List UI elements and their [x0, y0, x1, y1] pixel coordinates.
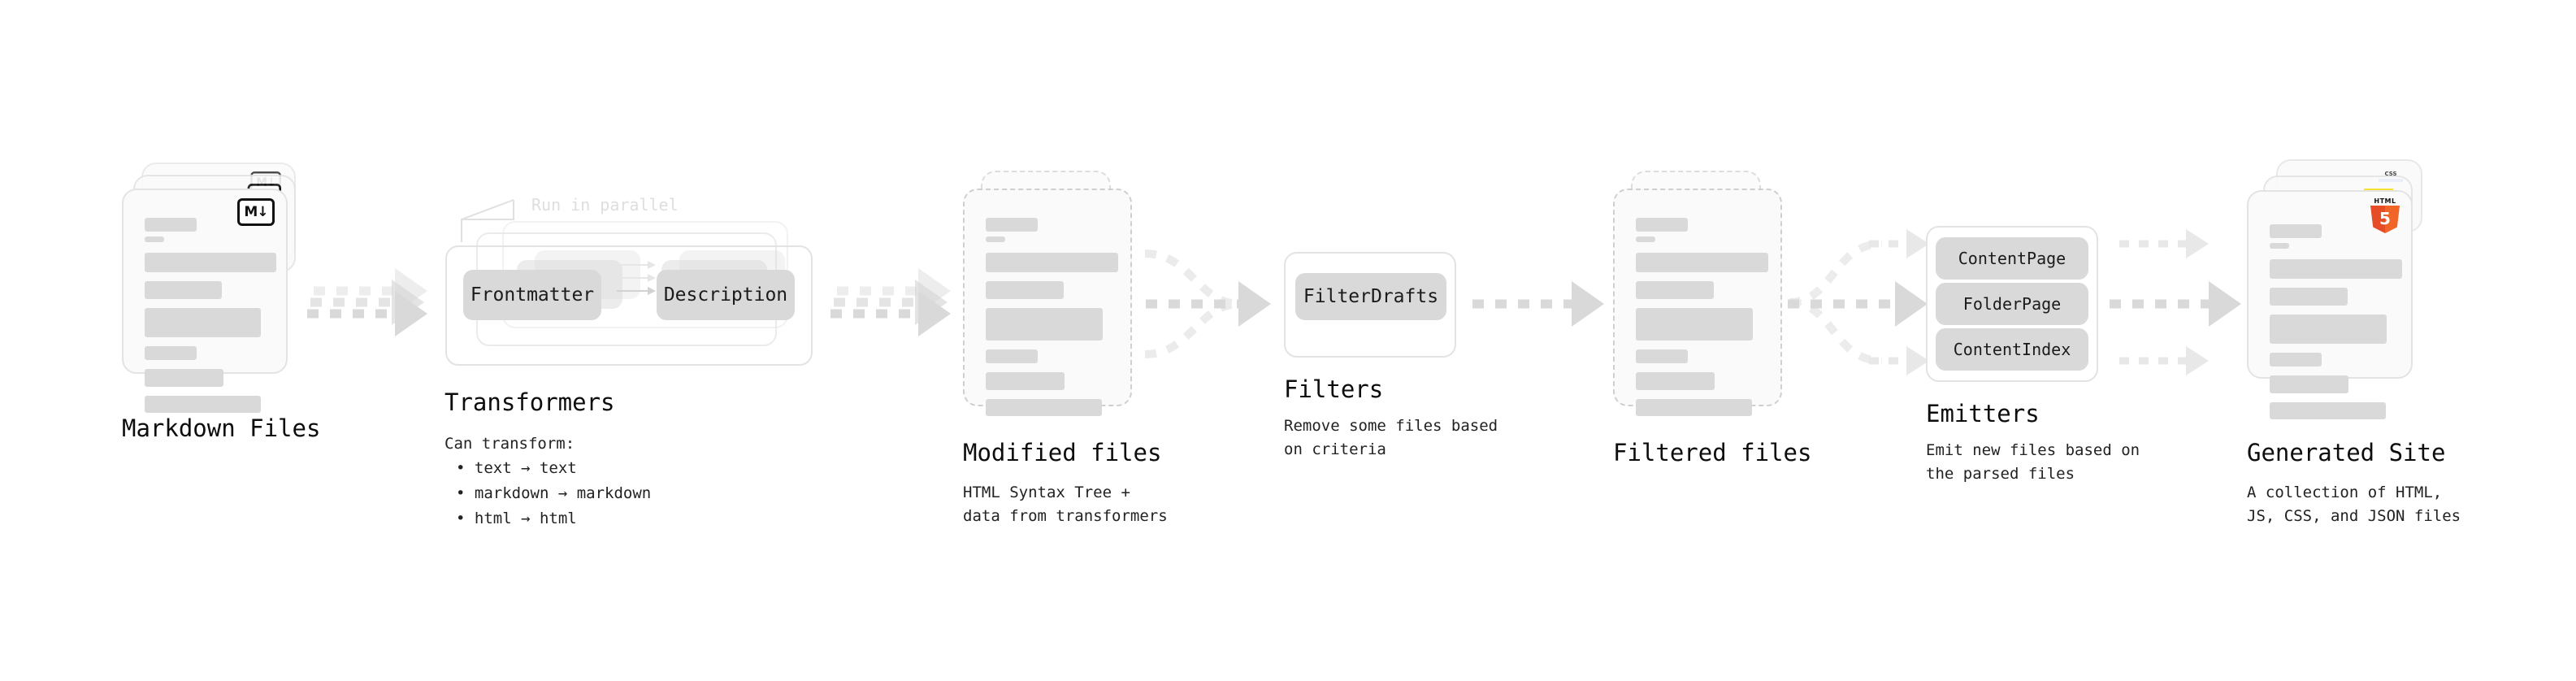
content-line [2270, 243, 2289, 249]
chip-label: FolderPage [1962, 294, 2062, 314]
document-content-lines [145, 218, 276, 422]
stage-title-modified-files: Modified files [963, 439, 1162, 466]
document-card-front [1613, 189, 1782, 416]
transformer-panel-front [445, 245, 813, 366]
content-line [145, 236, 164, 242]
content-line [2270, 259, 2402, 279]
content-line [2270, 314, 2387, 344]
list-item: • text → text [456, 459, 577, 477]
stage-generated-site: CSS HTML 5 [2247, 159, 2461, 525]
document-content-lines [986, 218, 1118, 425]
css3-icon-label: CSS [2384, 171, 2397, 177]
dashed-arrow-down [2119, 346, 2225, 375]
emitter-chip-contentpage[interactable]: ContentPage [1936, 237, 2088, 280]
stage-markdown-files: M↓ M↓ M↓ Markdown Files [122, 163, 320, 442]
content-line [2270, 353, 2322, 367]
content-line [986, 372, 1065, 390]
content-line [145, 281, 222, 299]
emitter-chip-folderpage[interactable]: FolderPage [1936, 283, 2088, 325]
content-line [986, 281, 1064, 299]
content-line [145, 308, 261, 337]
chip-label: Description [663, 284, 788, 306]
transformer-inner-arrows [617, 261, 656, 295]
list-item: • html → html [456, 509, 577, 527]
list-item: • markdown → markdown [456, 484, 652, 502]
content-line [1636, 308, 1753, 340]
stage-title-transformers: Transformers [445, 388, 615, 416]
run-in-parallel-leader [461, 199, 514, 242]
document-card-front-html: HTML 5 [2247, 190, 2413, 419]
dashed-arrow-mid [2110, 281, 2248, 327]
document-content-lines [1636, 218, 1768, 425]
content-line [1636, 218, 1688, 232]
content-line [2270, 375, 2348, 393]
dashed-arrow-up [1869, 229, 1942, 258]
chip-label: ContentIndex [1953, 340, 2071, 359]
emitters-description: Emit new files based on the parsed files [1926, 441, 2140, 484]
branch-curves [1789, 240, 1883, 365]
document-stack: M↓ M↓ M↓ [122, 163, 309, 431]
content-line [1636, 281, 1714, 299]
stage-title-filters: Filters [1284, 375, 1384, 403]
document-card-front [963, 189, 1132, 416]
dashed-arrow-mid [1788, 281, 1934, 327]
chip-label: Frontmatter [470, 284, 595, 306]
content-line [1636, 253, 1768, 272]
transformer-chip-description[interactable]: Description [657, 270, 795, 320]
content-line [145, 369, 223, 387]
content-line [145, 346, 197, 360]
markdown-icon: M↓ [237, 198, 275, 226]
html5-icon-digit: 5 [2379, 209, 2391, 228]
transformers-bullet-list: • text → text • markdown → markdown • ht… [456, 456, 651, 531]
content-line [1636, 236, 1655, 242]
stage-title-generated-site: Generated Site [2247, 439, 2446, 466]
dashed-arrow-front [830, 291, 952, 336]
transformers-desc-heading: Can transform: [445, 435, 575, 453]
content-line [145, 218, 197, 232]
document-content-lines [2270, 224, 2402, 428]
content-line [145, 396, 261, 413]
dashed-arrow-down [1869, 346, 1942, 375]
modified-files-description: HTML Syntax Tree + data from transformer… [963, 484, 1168, 526]
content-line [986, 349, 1038, 363]
filters-description: Remove some files based on criteria [1284, 417, 1498, 459]
markdown-icon-label: M↓ [244, 203, 268, 220]
content-line [986, 236, 1005, 242]
html5-icon-label: HTML [2374, 197, 2396, 205]
dashed-arrow-front [307, 291, 429, 336]
generated-site-description: A collection of HTML, JS, CSS, and JSON … [2247, 484, 2461, 526]
content-line [986, 218, 1038, 232]
content-line [1636, 399, 1752, 416]
content-line [2270, 402, 2386, 419]
document-stack [963, 171, 1142, 439]
content-line [986, 399, 1102, 416]
stage-modified-files: Modified files HTML Syntax Tree + data f… [963, 171, 1168, 525]
content-line [1636, 372, 1715, 390]
emitter-chip-contentindex[interactable]: ContentIndex [1936, 328, 2088, 371]
run-in-parallel-note: Run in parallel [531, 195, 679, 215]
chip-label: FilterDrafts [1303, 286, 1439, 307]
dashed-arrow [1472, 281, 1611, 327]
stage-title-markdown-files: Markdown Files [122, 414, 321, 442]
dashed-arrow [1146, 281, 1276, 327]
dashed-arrow-up [2119, 229, 2225, 258]
content-line [1636, 349, 1688, 363]
content-line [986, 253, 1118, 272]
html5-icon: HTML 5 [2369, 197, 2401, 233]
stage-title-filtered-files: Filtered files [1613, 439, 1812, 466]
document-card-front: M↓ [122, 189, 288, 413]
content-line [2270, 288, 2348, 306]
transformer-chip-frontmatter[interactable]: Frontmatter [463, 270, 601, 320]
chip-label: ContentPage [1958, 249, 2066, 268]
html5-icon-shield-inner [2385, 206, 2400, 233]
filter-chip-filterdrafts[interactable]: FilterDrafts [1295, 273, 1446, 320]
content-line [986, 308, 1103, 340]
document-stack [1613, 171, 1792, 439]
content-line [145, 253, 276, 272]
stage-title-emitters: Emitters [1926, 400, 2040, 427]
stage-filtered-files: Filtered files [1613, 171, 1811, 466]
document-stack: CSS HTML 5 [2247, 159, 2442, 436]
content-line [2270, 224, 2322, 238]
